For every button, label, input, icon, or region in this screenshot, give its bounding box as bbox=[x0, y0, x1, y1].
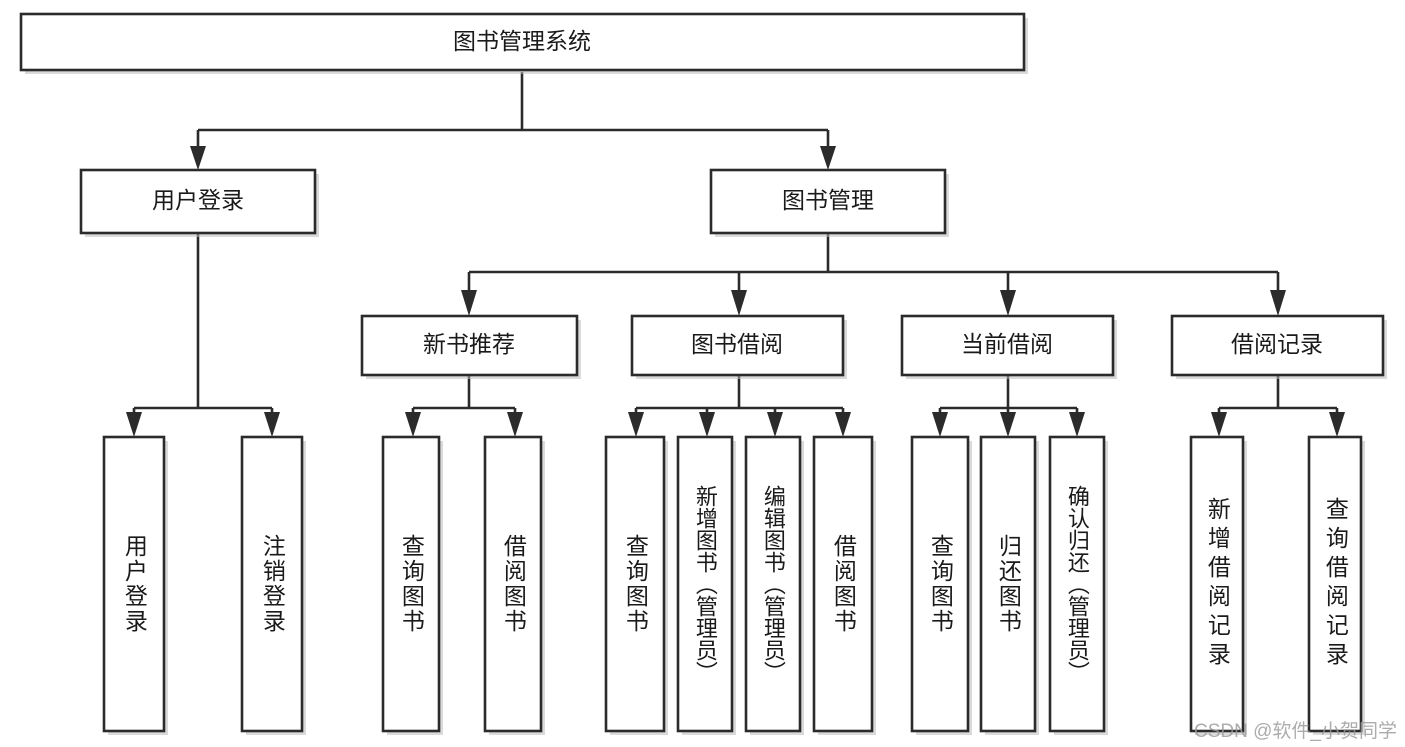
arrow-new-book-leaf-2 bbox=[507, 412, 523, 437]
leaf-borrow-record-1-rect[interactable] bbox=[1189, 435, 1245, 733]
node-borrow-record[interactable]: 借阅记录 bbox=[1170, 314, 1387, 379]
leaf-book-borrow-4-rect[interactable] bbox=[812, 435, 874, 733]
leaf-book-borrow-2-rect[interactable] bbox=[676, 435, 734, 733]
arrow-book-manage-to-current bbox=[1000, 290, 1016, 316]
leaf-user-login-1[interactable] bbox=[102, 435, 168, 735]
connector-group-new-book bbox=[405, 375, 523, 437]
leaf-new-book-1[interactable] bbox=[381, 435, 443, 735]
leaf-current-borrow-3[interactable] bbox=[1048, 435, 1108, 735]
node-book-borrow-rect[interactable] bbox=[630, 314, 845, 377]
leaf-book-borrow-3[interactable] bbox=[744, 435, 804, 735]
connector-group-book-borrow bbox=[628, 375, 851, 437]
node-book-manage-label: 图书管理 bbox=[782, 187, 874, 213]
arrow-borrow-record-leaf-1 bbox=[1211, 412, 1227, 437]
arrow-root-to-user-login bbox=[190, 146, 206, 170]
leaf-user-login-2-rect[interactable] bbox=[240, 435, 304, 733]
node-book-borrow-label: 图书借阅 bbox=[691, 331, 783, 357]
leaf-current-borrow-2[interactable] bbox=[979, 435, 1039, 735]
leaf-new-book-2-rect[interactable] bbox=[483, 435, 543, 733]
leaf-current-borrow-3-rect[interactable] bbox=[1048, 435, 1106, 733]
arrow-book-manage-to-new-book bbox=[461, 290, 477, 316]
arrow-book-borrow-leaf-1 bbox=[628, 412, 644, 437]
node-current-borrow[interactable]: 当前借阅 bbox=[900, 314, 1117, 379]
leaf-book-borrow-2[interactable] bbox=[676, 435, 736, 735]
leaf-user-login-2[interactable] bbox=[240, 435, 306, 735]
node-user-login-rect[interactable] bbox=[79, 168, 317, 235]
arrow-book-borrow-leaf-4 bbox=[835, 412, 851, 437]
leaf-book-borrow-1[interactable] bbox=[604, 435, 668, 735]
leaf-current-borrow-1[interactable] bbox=[910, 435, 972, 735]
arrow-current-borrow-leaf-1 bbox=[932, 412, 948, 437]
arrow-user-login-leaf-2 bbox=[264, 412, 280, 437]
arrow-current-borrow-leaf-3 bbox=[1069, 412, 1085, 437]
node-new-book-recommend-label: 新书推荐 bbox=[423, 331, 515, 357]
node-book-manage[interactable]: 图书管理 bbox=[709, 168, 949, 237]
node-borrow-record-rect[interactable] bbox=[1170, 314, 1385, 377]
node-current-borrow-label: 当前借阅 bbox=[961, 331, 1053, 357]
node-new-book-recommend-rect[interactable] bbox=[360, 314, 579, 377]
leaf-new-book-1-rect[interactable] bbox=[381, 435, 441, 733]
leaf-borrow-record-2-rect[interactable] bbox=[1307, 435, 1363, 733]
arrow-book-manage-to-record bbox=[1270, 290, 1286, 316]
node-book-manage-rect[interactable] bbox=[709, 168, 947, 235]
arrow-book-borrow-leaf-2 bbox=[699, 412, 715, 437]
connector-group-user-login bbox=[126, 233, 280, 437]
node-current-borrow-rect[interactable] bbox=[900, 314, 1115, 377]
leaf-user-login-1-rect[interactable] bbox=[102, 435, 166, 733]
connector-group-book-manage bbox=[461, 233, 1286, 316]
leaf-book-borrow-4[interactable] bbox=[812, 435, 876, 735]
arrow-current-borrow-leaf-2 bbox=[1000, 412, 1016, 437]
leaf-current-borrow-1-rect[interactable] bbox=[910, 435, 970, 733]
leaf-book-borrow-3-rect[interactable] bbox=[744, 435, 802, 733]
watermark-text: CSDN @软件_小贺同学 bbox=[1194, 721, 1397, 742]
arrow-book-manage-to-borrow bbox=[731, 290, 747, 316]
arrow-new-book-leaf-1 bbox=[405, 412, 421, 437]
arrow-user-login-leaf-1 bbox=[126, 412, 142, 437]
leaf-book-borrow-1-rect[interactable] bbox=[604, 435, 666, 733]
connector-group-current-borrow bbox=[932, 375, 1085, 437]
leaf-borrow-record-2[interactable] bbox=[1307, 435, 1365, 735]
node-new-book-recommend[interactable]: 新书推荐 bbox=[360, 314, 581, 379]
arrow-borrow-record-leaf-2 bbox=[1329, 412, 1345, 437]
leaf-borrow-record-1[interactable] bbox=[1189, 435, 1247, 735]
leaf-new-book-2[interactable] bbox=[483, 435, 545, 735]
node-borrow-record-label: 借阅记录 bbox=[1231, 331, 1323, 357]
arrow-root-to-book-manage bbox=[820, 146, 836, 170]
node-book-borrow[interactable]: 图书借阅 bbox=[630, 314, 847, 379]
node-user-login-label: 用户登录 bbox=[152, 187, 244, 213]
connector-group-root bbox=[190, 72, 836, 170]
connector-group-borrow-record bbox=[1211, 375, 1345, 437]
node-root[interactable]: 图书管理系统 bbox=[19, 12, 1028, 74]
leaf-current-borrow-2-rect[interactable] bbox=[979, 435, 1037, 733]
node-user-login[interactable]: 用户登录 bbox=[79, 168, 319, 237]
node-root-label: 图书管理系统 bbox=[453, 28, 591, 54]
arrow-book-borrow-leaf-3 bbox=[767, 412, 783, 437]
node-root-rect[interactable] bbox=[19, 12, 1026, 72]
